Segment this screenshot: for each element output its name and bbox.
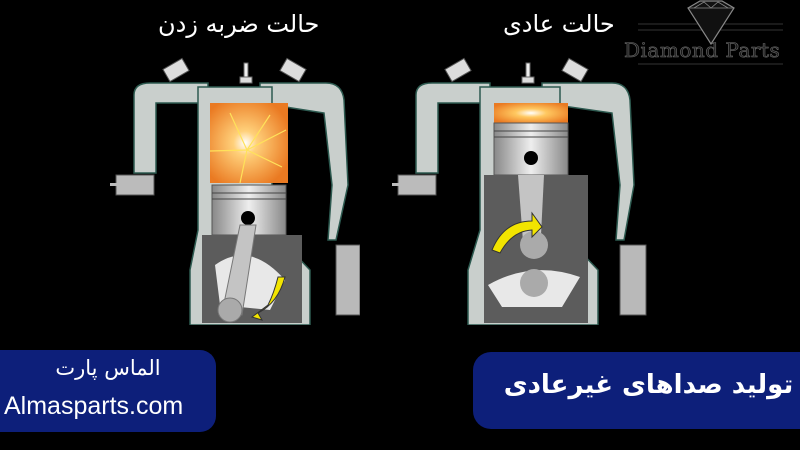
knocking-engine-diagram <box>110 57 360 325</box>
logo-text: Diamond Parts <box>624 38 781 63</box>
brand-name-fa: الماس پارت <box>55 356 161 380</box>
brand-banner: الماس پارت Almasparts.com <box>0 350 216 432</box>
diamond-icon <box>638 0 783 65</box>
headline-text: تولید صداهای غیرعادی <box>503 370 794 400</box>
normal-state-title: حالت عادی <box>503 10 615 38</box>
headline-banner: تولید صداهای غیرعادی <box>473 352 800 429</box>
knock-state-title: حالت ضربه زدن <box>158 10 320 38</box>
diamond-parts-logo: Diamond Parts <box>618 0 800 68</box>
normal-engine-diagram <box>392 57 647 325</box>
brand-url[interactable]: Almasparts.com <box>4 392 184 420</box>
